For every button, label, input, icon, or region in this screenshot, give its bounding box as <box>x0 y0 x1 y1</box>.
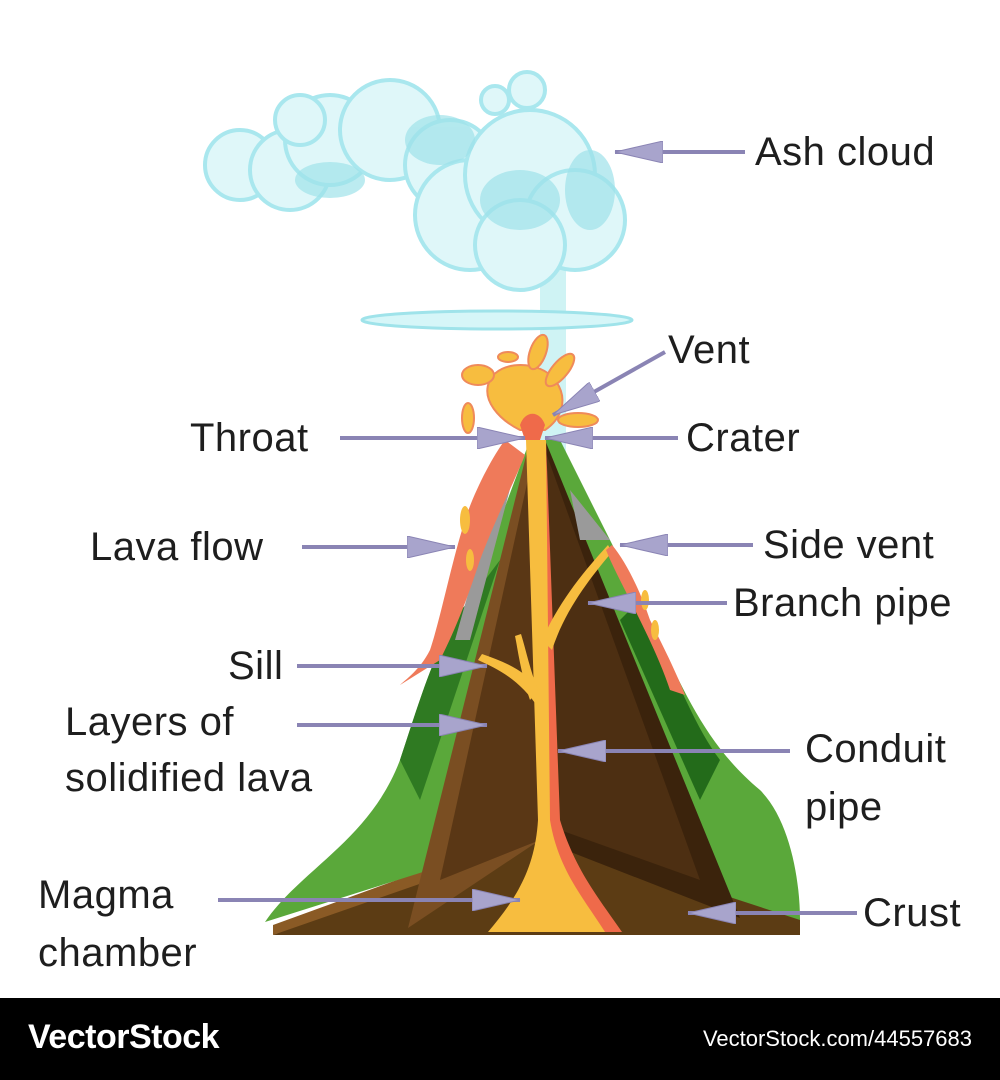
image-id-text: VectorStock.com/44557683 <box>702 1026 972 1051</box>
label-side-vent: Side vent <box>763 523 935 567</box>
label-layers-line2: solidified lava <box>65 756 313 800</box>
lava-flow <box>400 440 525 685</box>
ash-cloud <box>203 70 634 490</box>
eruption <box>461 333 599 434</box>
label-branch-pipe: Branch pipe <box>733 581 952 625</box>
branch-pipe <box>542 545 612 650</box>
label-layers-line1: Layers of <box>65 700 235 744</box>
label-vent: Vent <box>668 328 751 372</box>
label-arrows <box>218 152 857 913</box>
label-magma-line2: chamber <box>38 931 198 975</box>
footer-bar: VectorStock VectorStock.com/44557683 <box>0 998 1000 1080</box>
arrow-vent <box>552 350 666 417</box>
label-magma-line1: Magma <box>38 873 174 917</box>
label-conduit-line1: Conduit <box>805 727 947 771</box>
vectorstock-logo: VectorStock <box>28 1018 220 1056</box>
label-conduit-line2: pipe <box>805 785 883 829</box>
label-crust: Crust <box>863 891 962 935</box>
label-sill: Sill <box>228 644 284 688</box>
label-ash-cloud: Ash cloud <box>755 130 936 174</box>
label-lava-flow: Lava flow <box>90 525 264 569</box>
label-throat: Throat <box>190 416 309 460</box>
label-crater: Crater <box>686 416 801 460</box>
volcano-illustration <box>203 70 857 935</box>
